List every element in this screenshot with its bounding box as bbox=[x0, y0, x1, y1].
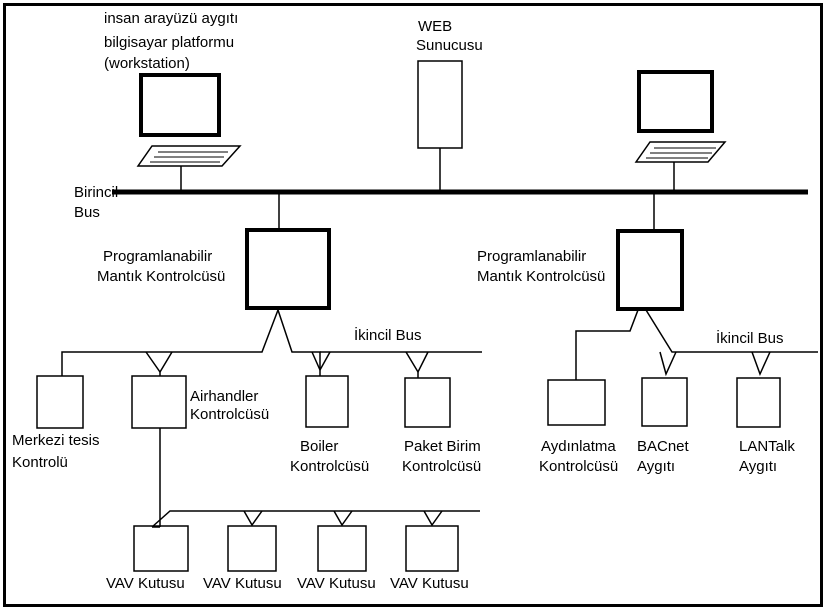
web-server-label-line1: WEB bbox=[418, 18, 453, 35]
vav-box-3 bbox=[317, 525, 367, 572]
central-plant-box bbox=[36, 375, 84, 429]
secondary-bus-right bbox=[575, 309, 818, 380]
airhandler-label-line2: Kontrolcüsü bbox=[190, 406, 270, 423]
workstation-right-monitor-icon bbox=[634, 70, 727, 192]
lantalk-label-line2: Aygıtı bbox=[739, 458, 778, 475]
plc-left-label-line1: Programlanabilir bbox=[103, 248, 213, 265]
web-server-label-line2: Sunucusu bbox=[416, 37, 483, 54]
workstation-label-line1: insan arayüzü aygıtı bbox=[104, 10, 239, 27]
secondary-bus-left bbox=[61, 309, 482, 378]
vav-bus bbox=[151, 428, 480, 528]
plc-left-box bbox=[245, 228, 331, 310]
secondary-bus-right-label: İkincil Bus bbox=[716, 330, 784, 347]
primary-bus-label-line1: Birincil bbox=[74, 184, 119, 201]
plc-left-label-line2: Mantık Kontrolcüsü bbox=[97, 268, 226, 285]
package-unit-box bbox=[404, 377, 451, 428]
bacnet-label-line2: Aygıtı bbox=[637, 458, 676, 475]
bacnet-label-line1: BACnet bbox=[637, 438, 689, 455]
central-plant-label-line1: Merkezi tesis bbox=[12, 432, 100, 449]
vav-label-2: VAV Kutusu bbox=[203, 575, 282, 592]
vav-label-3: VAV Kutusu bbox=[297, 575, 376, 592]
airhandler-box bbox=[131, 375, 187, 429]
workstation-label-line2: bilgisayar platformu bbox=[104, 34, 235, 51]
lighting-label-line2: Kontrolcüsü bbox=[539, 458, 619, 475]
workstation-left-monitor-icon bbox=[136, 73, 242, 192]
diagram-border bbox=[3, 3, 823, 607]
vav-label-4: VAV Kutusu bbox=[390, 575, 469, 592]
web-server-icon bbox=[417, 60, 463, 192]
vav-label-1: VAV Kutusu bbox=[106, 575, 185, 592]
boiler-label-line2: Kontrolcüsü bbox=[290, 458, 370, 475]
package-unit-label-line1: Paket Birim bbox=[404, 438, 481, 455]
plc-right-label-line2: Mantık Kontrolcüsü bbox=[477, 268, 606, 285]
lighting-label-line1: Aydınlatma bbox=[541, 438, 616, 455]
plc-right-box bbox=[616, 229, 684, 311]
boiler-label-line1: Boiler bbox=[300, 438, 339, 455]
lantalk-label-line1: LANTalk bbox=[739, 438, 795, 455]
vav-box-1 bbox=[133, 525, 189, 572]
bacnet-box bbox=[641, 377, 688, 427]
vav-box-2 bbox=[227, 525, 277, 572]
vav-box-4 bbox=[405, 525, 459, 572]
package-unit-label-line2: Kontrolcüsü bbox=[402, 458, 482, 475]
boiler-box bbox=[305, 375, 349, 428]
workstation-label-line3: (workstation) bbox=[104, 55, 190, 72]
airhandler-label-line1: Airhandler bbox=[190, 388, 259, 405]
lighting-box bbox=[547, 379, 606, 426]
lantalk-box bbox=[736, 377, 781, 428]
central-plant-label-line2: Kontrolü bbox=[12, 454, 68, 471]
plc-right-label-line1: Programlanabilir bbox=[477, 248, 587, 265]
primary-bus-label-line2: Bus bbox=[74, 204, 100, 221]
secondary-bus-left-label: İkincil Bus bbox=[354, 327, 422, 344]
